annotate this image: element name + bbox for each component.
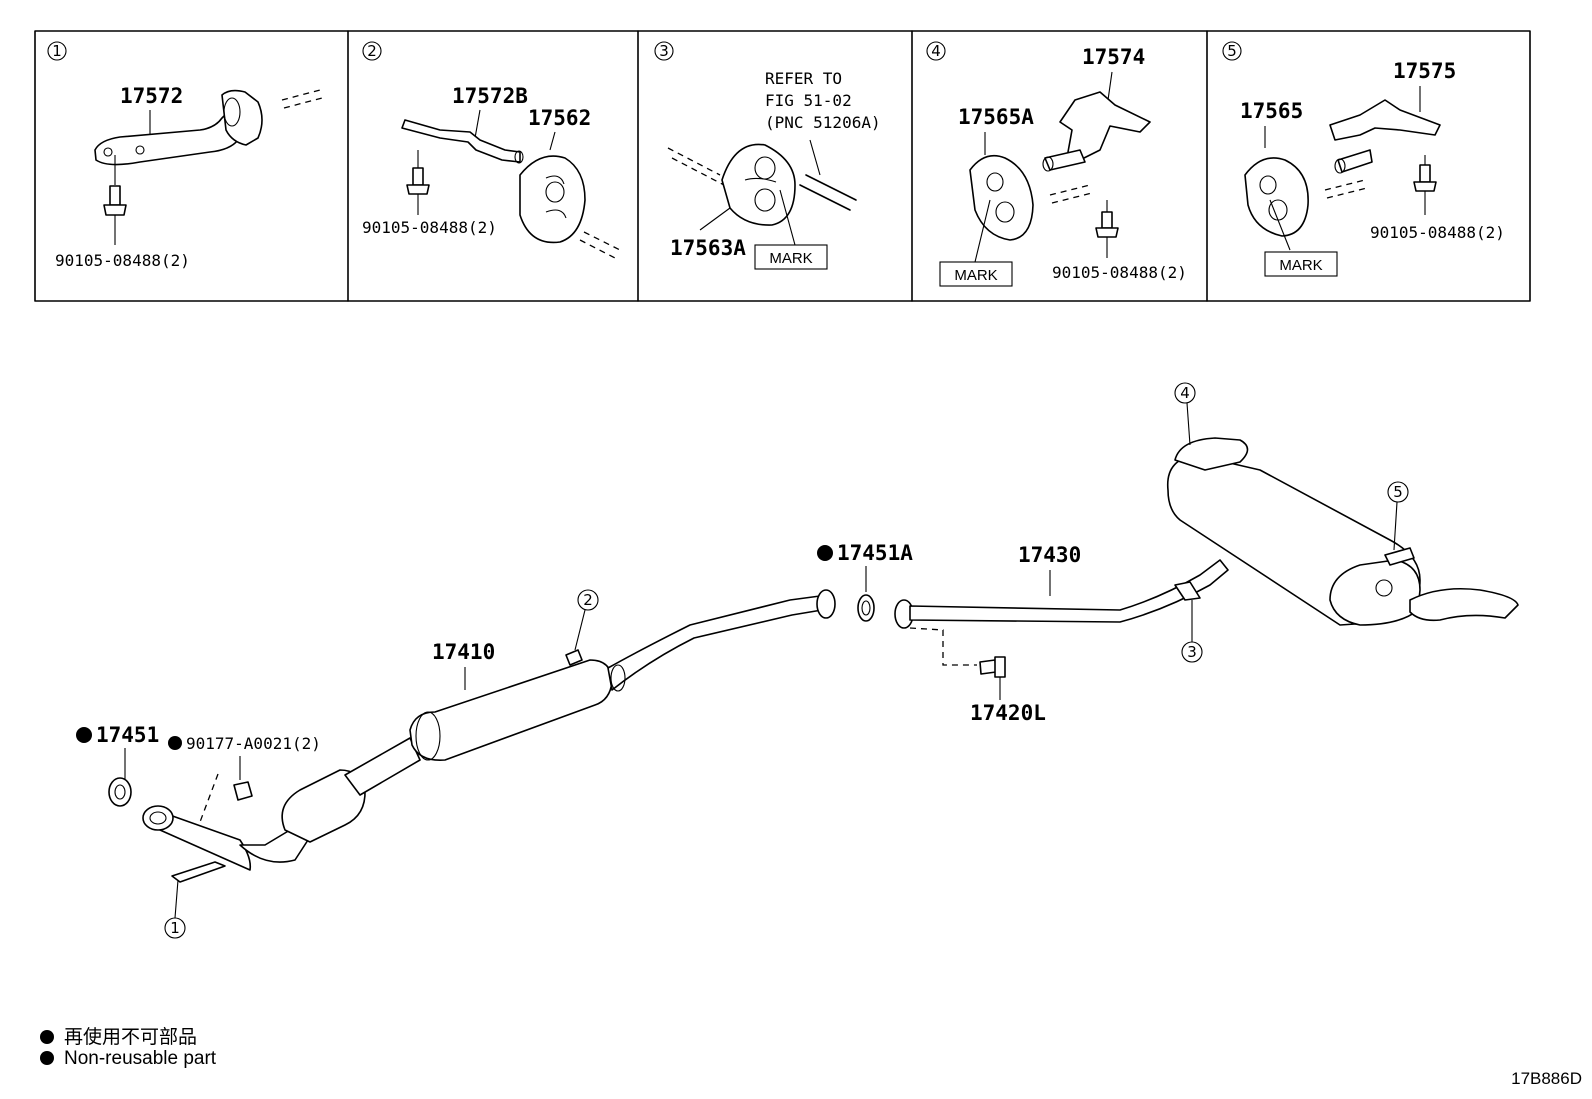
detail-panel-4: 4 17574 17565A MARK 90105-08488(2) <box>926 41 1187 287</box>
part-label-bolt-2: 90105-08488(2) <box>362 218 497 237</box>
part-label-17575: 17575 <box>1393 59 1456 83</box>
legend-en: Non-reusable part <box>40 1048 216 1070</box>
panel-number: 2 <box>367 42 377 60</box>
detail-panel-2: 2 17572B 17562 90105-08488(2) <box>362 41 621 259</box>
mark-label-4: MARK <box>954 267 997 284</box>
part-label-17563A: 17563A <box>670 236 746 260</box>
mark-label-5: MARK <box>1279 257 1322 274</box>
part-label-bolt-5: 90105-08488(2) <box>1370 223 1505 242</box>
svg-text:1: 1 <box>170 919 180 937</box>
svg-text:5: 5 <box>1393 483 1403 501</box>
svg-text:4: 4 <box>1180 384 1190 402</box>
part-label-17574: 17574 <box>1082 45 1145 69</box>
mark-label-3: MARK <box>769 250 812 267</box>
legend-jp: 再使用不可部品 <box>40 1022 197 1049</box>
callout-1: 1 <box>164 879 186 939</box>
panel-number: 1 <box>52 42 62 60</box>
tail-muffler <box>1166 437 1519 626</box>
part-label-17562: 17562 <box>528 106 591 130</box>
detail-panels-frame <box>34 30 1531 302</box>
center-exhaust-pipe <box>894 559 1229 629</box>
refer-text-1: REFER TO <box>765 69 842 88</box>
refer-text-3: (PNC 51206A) <box>765 113 881 132</box>
part-label-17451A: 17451A <box>837 541 913 565</box>
svg-text:2: 2 <box>583 591 593 609</box>
callout-3: 3 <box>1181 600 1203 663</box>
part-label-17572B: 17572B <box>452 84 528 108</box>
part-label-90177: 90177-A0021(2) <box>186 734 321 753</box>
part-label-17565: 17565 <box>1240 99 1303 123</box>
non-reusable-dot-icon <box>40 1030 54 1044</box>
part-label-17572: 17572 <box>120 84 183 108</box>
detail-panel-1: 1 17572 90105-08488(2) <box>47 41 323 270</box>
panel-number: 3 <box>659 42 669 60</box>
panel-number: 5 <box>1227 42 1237 60</box>
gasket-17451: 17451 <box>76 723 159 807</box>
refer-text-2: FIG 51-02 <box>765 91 852 110</box>
non-reusable-dot-icon <box>40 1051 54 1065</box>
callout-2: 2 <box>574 589 599 651</box>
part-label-17410: 17410 <box>432 640 495 664</box>
part-label-bolt-1: 90105-08488(2) <box>55 251 190 270</box>
panel-number: 4 <box>931 42 941 60</box>
part-label-17451: 17451 <box>96 723 159 747</box>
bolt-17420L: 17420L <box>909 627 1046 725</box>
figure-id: 17B886D <box>1511 1069 1582 1088</box>
part-label-17565A: 17565A <box>958 105 1034 129</box>
callout-4: 4 <box>1174 382 1196 446</box>
svg-text:3: 3 <box>1187 643 1197 661</box>
part-label-17420L: 17420L <box>970 701 1046 725</box>
part-label-bolt-4: 90105-08488(2) <box>1052 263 1187 282</box>
front-exhaust-pipe <box>142 589 836 883</box>
nut-90177: 90177-A0021(2) <box>168 734 321 823</box>
detail-panel-3: 3 REFER TO FIG 51-02 (PNC 51206A) 17563A… <box>654 41 881 270</box>
callout-5: 5 <box>1387 481 1409 551</box>
gasket-17451A: 17451A <box>817 541 913 622</box>
detail-panel-5: 5 17575 17565 MARK 90105-08488(2) <box>1222 41 1505 277</box>
part-label-17430: 17430 <box>1018 543 1081 567</box>
